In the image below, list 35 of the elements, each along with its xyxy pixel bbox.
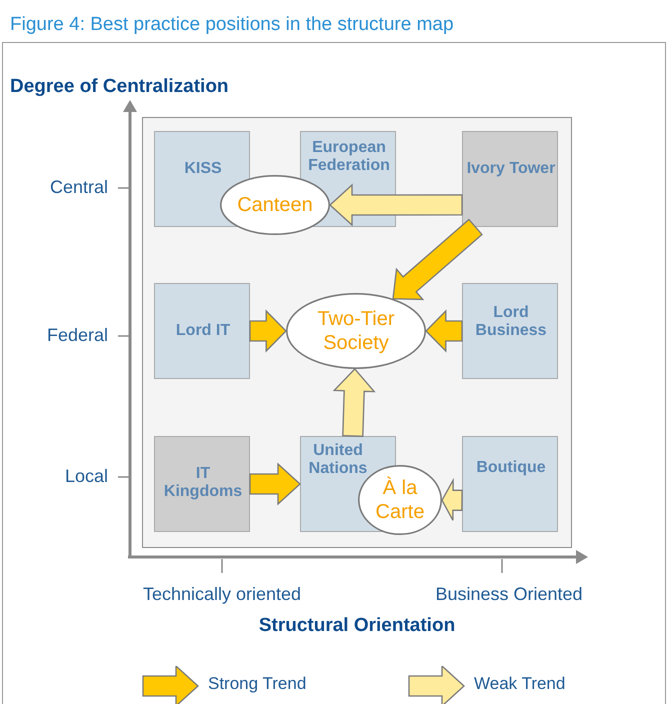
category-label: Boutique bbox=[475, 459, 547, 478]
trend-arrow bbox=[392, 218, 483, 300]
trend-arrow bbox=[332, 368, 376, 437]
position-label: Canteen bbox=[237, 193, 313, 217]
position-label: Two-Tier Society bbox=[316, 307, 396, 355]
trend-arrow bbox=[329, 184, 463, 226]
category-label: Lord IT bbox=[174, 322, 232, 340]
category-box bbox=[462, 283, 558, 379]
axis-title: Degree of Centralization bbox=[10, 76, 229, 98]
category-label: IT Kingdoms bbox=[162, 465, 244, 502]
category-label: KISS bbox=[183, 160, 223, 178]
category-label: Lord Business bbox=[474, 304, 548, 341]
category-label: United Nations bbox=[308, 442, 368, 479]
axis-tick-label: Local bbox=[64, 466, 108, 487]
trend-arrow bbox=[249, 309, 287, 353]
axis-tick-label: Technically oriented bbox=[142, 584, 302, 605]
position-ellipse bbox=[286, 293, 426, 369]
trend-arrow bbox=[441, 478, 463, 521]
category-box bbox=[462, 131, 558, 227]
position-label: À la Carte bbox=[374, 476, 426, 524]
axis-tick-label: Federal bbox=[46, 325, 108, 346]
category-label: European Federation bbox=[307, 139, 391, 176]
category-box bbox=[462, 436, 558, 532]
legend-label: Strong Trend bbox=[208, 674, 306, 694]
figure-title: Figure 4: Best practice positions in the structure map bbox=[10, 14, 454, 36]
category-label: Ivory Tower bbox=[466, 160, 556, 178]
category-box bbox=[154, 436, 250, 532]
axis-title: Structural Orientation bbox=[258, 615, 456, 637]
trend-arrow bbox=[249, 462, 301, 506]
position-ellipse bbox=[220, 175, 330, 235]
legend-label: Weak Trend bbox=[474, 674, 566, 694]
category-box bbox=[154, 283, 250, 379]
axis-tick-label: Central bbox=[50, 177, 108, 198]
axis-tick-label: Business Oriented bbox=[435, 584, 583, 605]
trend-arrow bbox=[425, 309, 463, 353]
